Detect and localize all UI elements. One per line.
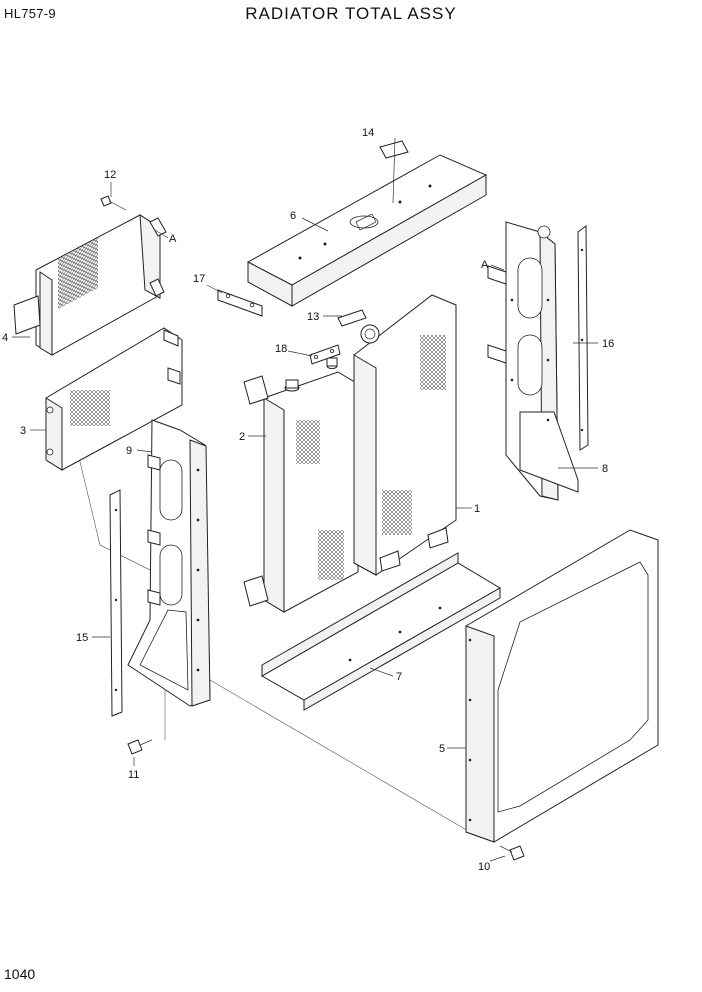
diagram-title: RADIATOR TOTAL ASSY: [245, 4, 457, 23]
callout-4: 4: [2, 332, 8, 344]
part-18-bracket: [309, 344, 341, 365]
part-1-radiator-core-rear: [353, 294, 457, 576]
part-5-shroud: [465, 529, 659, 843]
callout-7: 7: [396, 671, 402, 683]
callout-9: 9: [126, 445, 132, 457]
callout-17: 17: [193, 273, 205, 285]
callout-6: 6: [290, 210, 296, 222]
part-7-bottom-channel: [260, 552, 501, 711]
part-10-bolt: [499, 845, 525, 861]
part-3-charge-air-cooler: [45, 327, 183, 471]
callout-ref-a-right: A: [481, 259, 489, 271]
part-15-left-strip: [109, 489, 123, 717]
model-code: HL757-9: [4, 6, 56, 21]
callout-leader-lines: [12, 137, 598, 862]
callout-14: 14: [362, 127, 374, 139]
callout-3: 3: [20, 425, 26, 437]
part-8-right-side-frame: [487, 221, 579, 501]
part-16-right-strip: [577, 225, 589, 451]
part-2-radiator-core-front: [243, 357, 359, 613]
callout-12: 12: [104, 169, 116, 181]
callout-16: 16: [602, 338, 614, 350]
callout-2: 2: [239, 431, 245, 443]
part-6-top-cover: [246, 154, 488, 307]
callout-numbers: 14 6 12 A 17 4 13 18 A 16 3 2 9 1 8 15 7…: [2, 127, 614, 873]
callout-15: 15: [76, 632, 88, 644]
callout-ref-a-left: A: [169, 233, 177, 245]
part-13-bracket: [337, 309, 367, 327]
callout-10: 10: [478, 861, 490, 873]
callout-13: 13: [307, 311, 319, 323]
callout-11: 11: [128, 769, 139, 781]
callout-1: 1: [474, 503, 480, 515]
part-17-bracket: [217, 289, 263, 317]
part-9-left-side-frame: [127, 419, 211, 707]
part-12-bolt: [100, 195, 127, 211]
callout-18: 18: [275, 343, 287, 355]
part-14-label-plate: [379, 140, 409, 159]
part-11-bolt: [127, 739, 153, 755]
callout-5: 5: [439, 743, 445, 755]
callout-8: 8: [602, 463, 608, 475]
part-4-oil-cooler: [13, 214, 167, 356]
page-number: 1040: [4, 966, 36, 982]
